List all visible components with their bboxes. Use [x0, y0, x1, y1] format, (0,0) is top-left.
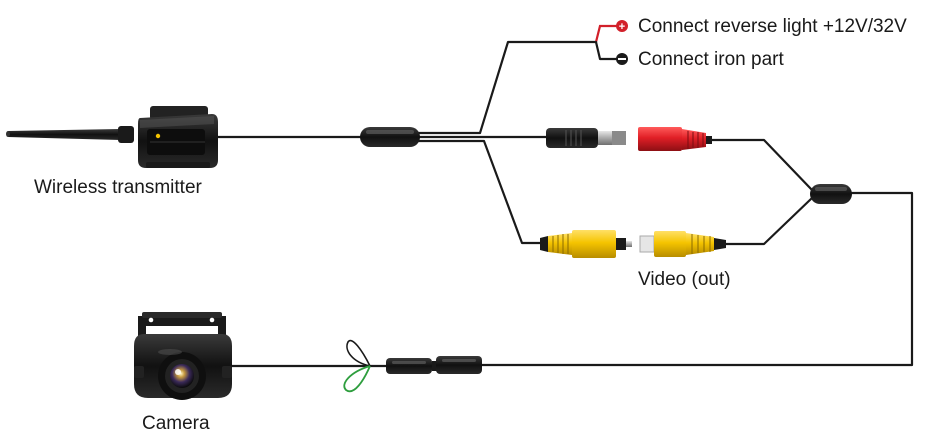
rca-plug-icon [540, 230, 726, 258]
cable-splitter [360, 127, 420, 147]
camera-label: Camera [142, 413, 210, 434]
antenna-icon [6, 126, 134, 143]
iron-part-label: Connect iron part [638, 49, 784, 70]
reverse-light-label: Connect reverse light +12V/32V [638, 16, 907, 37]
positive-terminal: + [616, 20, 628, 33]
cable-junction [810, 184, 852, 204]
camera-icon [134, 312, 232, 400]
camera-cable-connector [386, 356, 482, 374]
power-connector-icon [546, 127, 712, 151]
video-out-label: Video (out) [638, 269, 731, 290]
positive-symbol: + [619, 21, 625, 33]
wires [216, 24, 914, 368]
ground-wire-loops [343, 339, 371, 393]
wireless-transmitter-icon [138, 106, 218, 168]
negative-terminal [616, 53, 628, 65]
transmitter-label: Wireless transmitter [34, 177, 202, 198]
